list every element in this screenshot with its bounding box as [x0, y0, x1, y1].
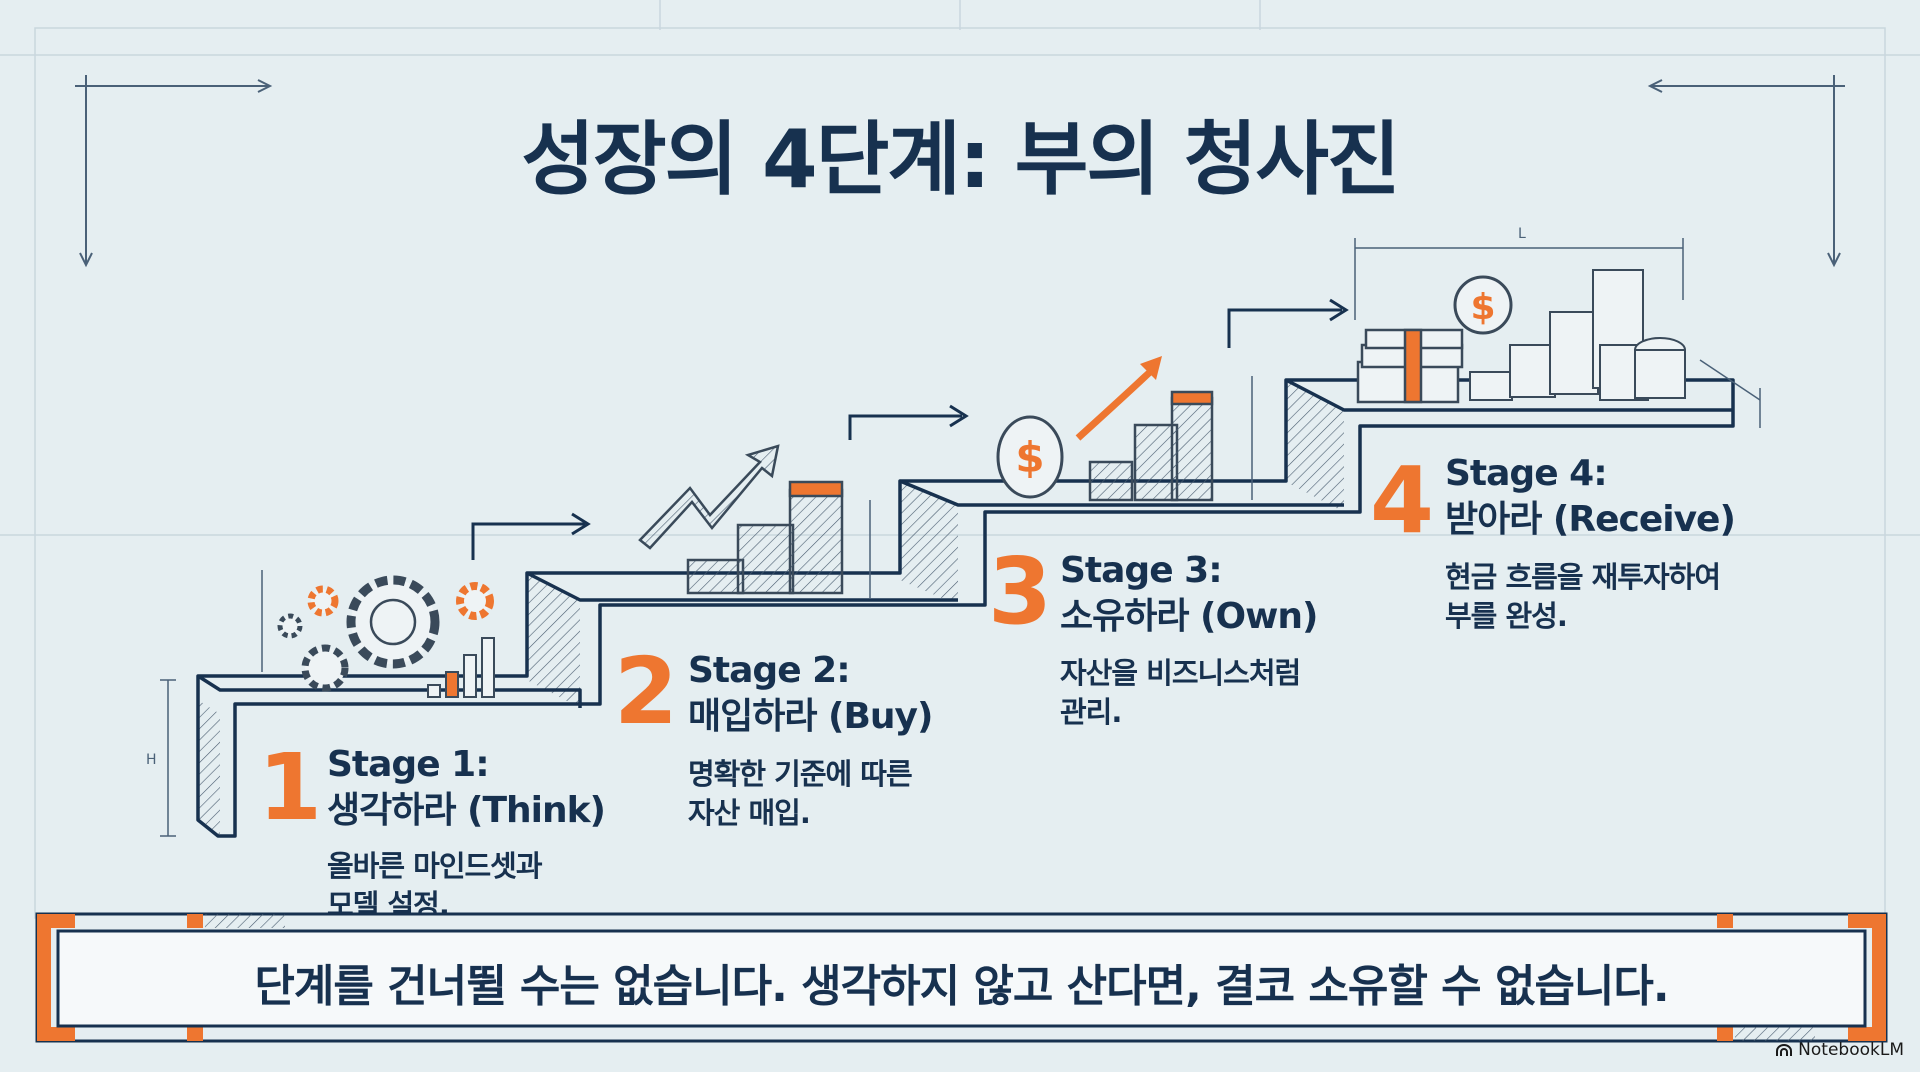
stair-hatching: [198, 380, 1344, 836]
stage-desc-line: 현금 흐름을 재투자하여: [1445, 560, 1721, 594]
svg-text:$: $: [1470, 287, 1495, 328]
stage-subtitle: 매입하라 (Buy): [688, 696, 933, 737]
banner-message: 단계를 건너뛸 수는 없습니다. 생각하지 않고 산다면, 결코 소유할 수 없…: [254, 961, 1669, 1012]
step-arrows: [471, 298, 1349, 560]
cash-stack-icon: [1356, 328, 1464, 404]
growth-bars-icon-3: [1088, 390, 1214, 502]
brand-name: NotebookLM: [1798, 1040, 1904, 1060]
small-bar-chart-icon: [427, 637, 495, 698]
stage-title: Stage 3:: [1060, 550, 1223, 591]
dollar-coin-icon: $: [996, 415, 1064, 499]
svg-text:$: $: [1015, 433, 1044, 482]
dimension-label-l: L: [1518, 226, 1526, 242]
stage-title: Stage 4:: [1445, 453, 1608, 494]
stage-subtitle: 생각하라 (Think): [327, 790, 606, 831]
page-title: 성장의 4단계: 부의 청사진: [521, 113, 1400, 206]
rising-arrow-icon: [638, 444, 780, 550]
coin-top-icon: $: [1453, 275, 1513, 335]
stage-subtitle: 받아라 (Receive): [1445, 499, 1736, 540]
stage-desc-line: 올바른 마인드셋과: [327, 849, 543, 883]
brand-watermark: NotebookLM: [1775, 1040, 1904, 1060]
gears-icon: [277, 575, 494, 692]
notebooklm-logo-icon: [1776, 1044, 1793, 1056]
growth-bars-icon: [686, 480, 844, 595]
stage-number: 1: [258, 734, 323, 841]
dimension-label-h: H: [146, 752, 157, 768]
staircase-outline: [196, 378, 1735, 838]
stage-desc-line: 명확한 기준에 따른: [688, 757, 913, 791]
stage-desc-line: 관리.: [1060, 695, 1122, 729]
stage-title: Stage 2:: [688, 650, 851, 691]
orange-trend-arrow-icon: [1075, 369, 1153, 441]
stage-number: 4: [1370, 447, 1435, 554]
stage-title: Stage 1:: [327, 744, 490, 785]
dimension-lines: [160, 238, 1761, 837]
coin-stacks-icon: [1469, 269, 1686, 401]
stage-number: 2: [614, 638, 679, 745]
stage-subtitle: 소유하라 (Own): [1060, 596, 1318, 637]
corner-arrows: [75, 75, 1845, 268]
stage-number: 3: [988, 538, 1053, 645]
stage-desc-line: 자산 매입.: [688, 796, 811, 830]
stage-desc-line: 자산을 비즈니스처럼: [1060, 656, 1301, 690]
stage-desc-line: 부를 완성.: [1445, 599, 1568, 633]
